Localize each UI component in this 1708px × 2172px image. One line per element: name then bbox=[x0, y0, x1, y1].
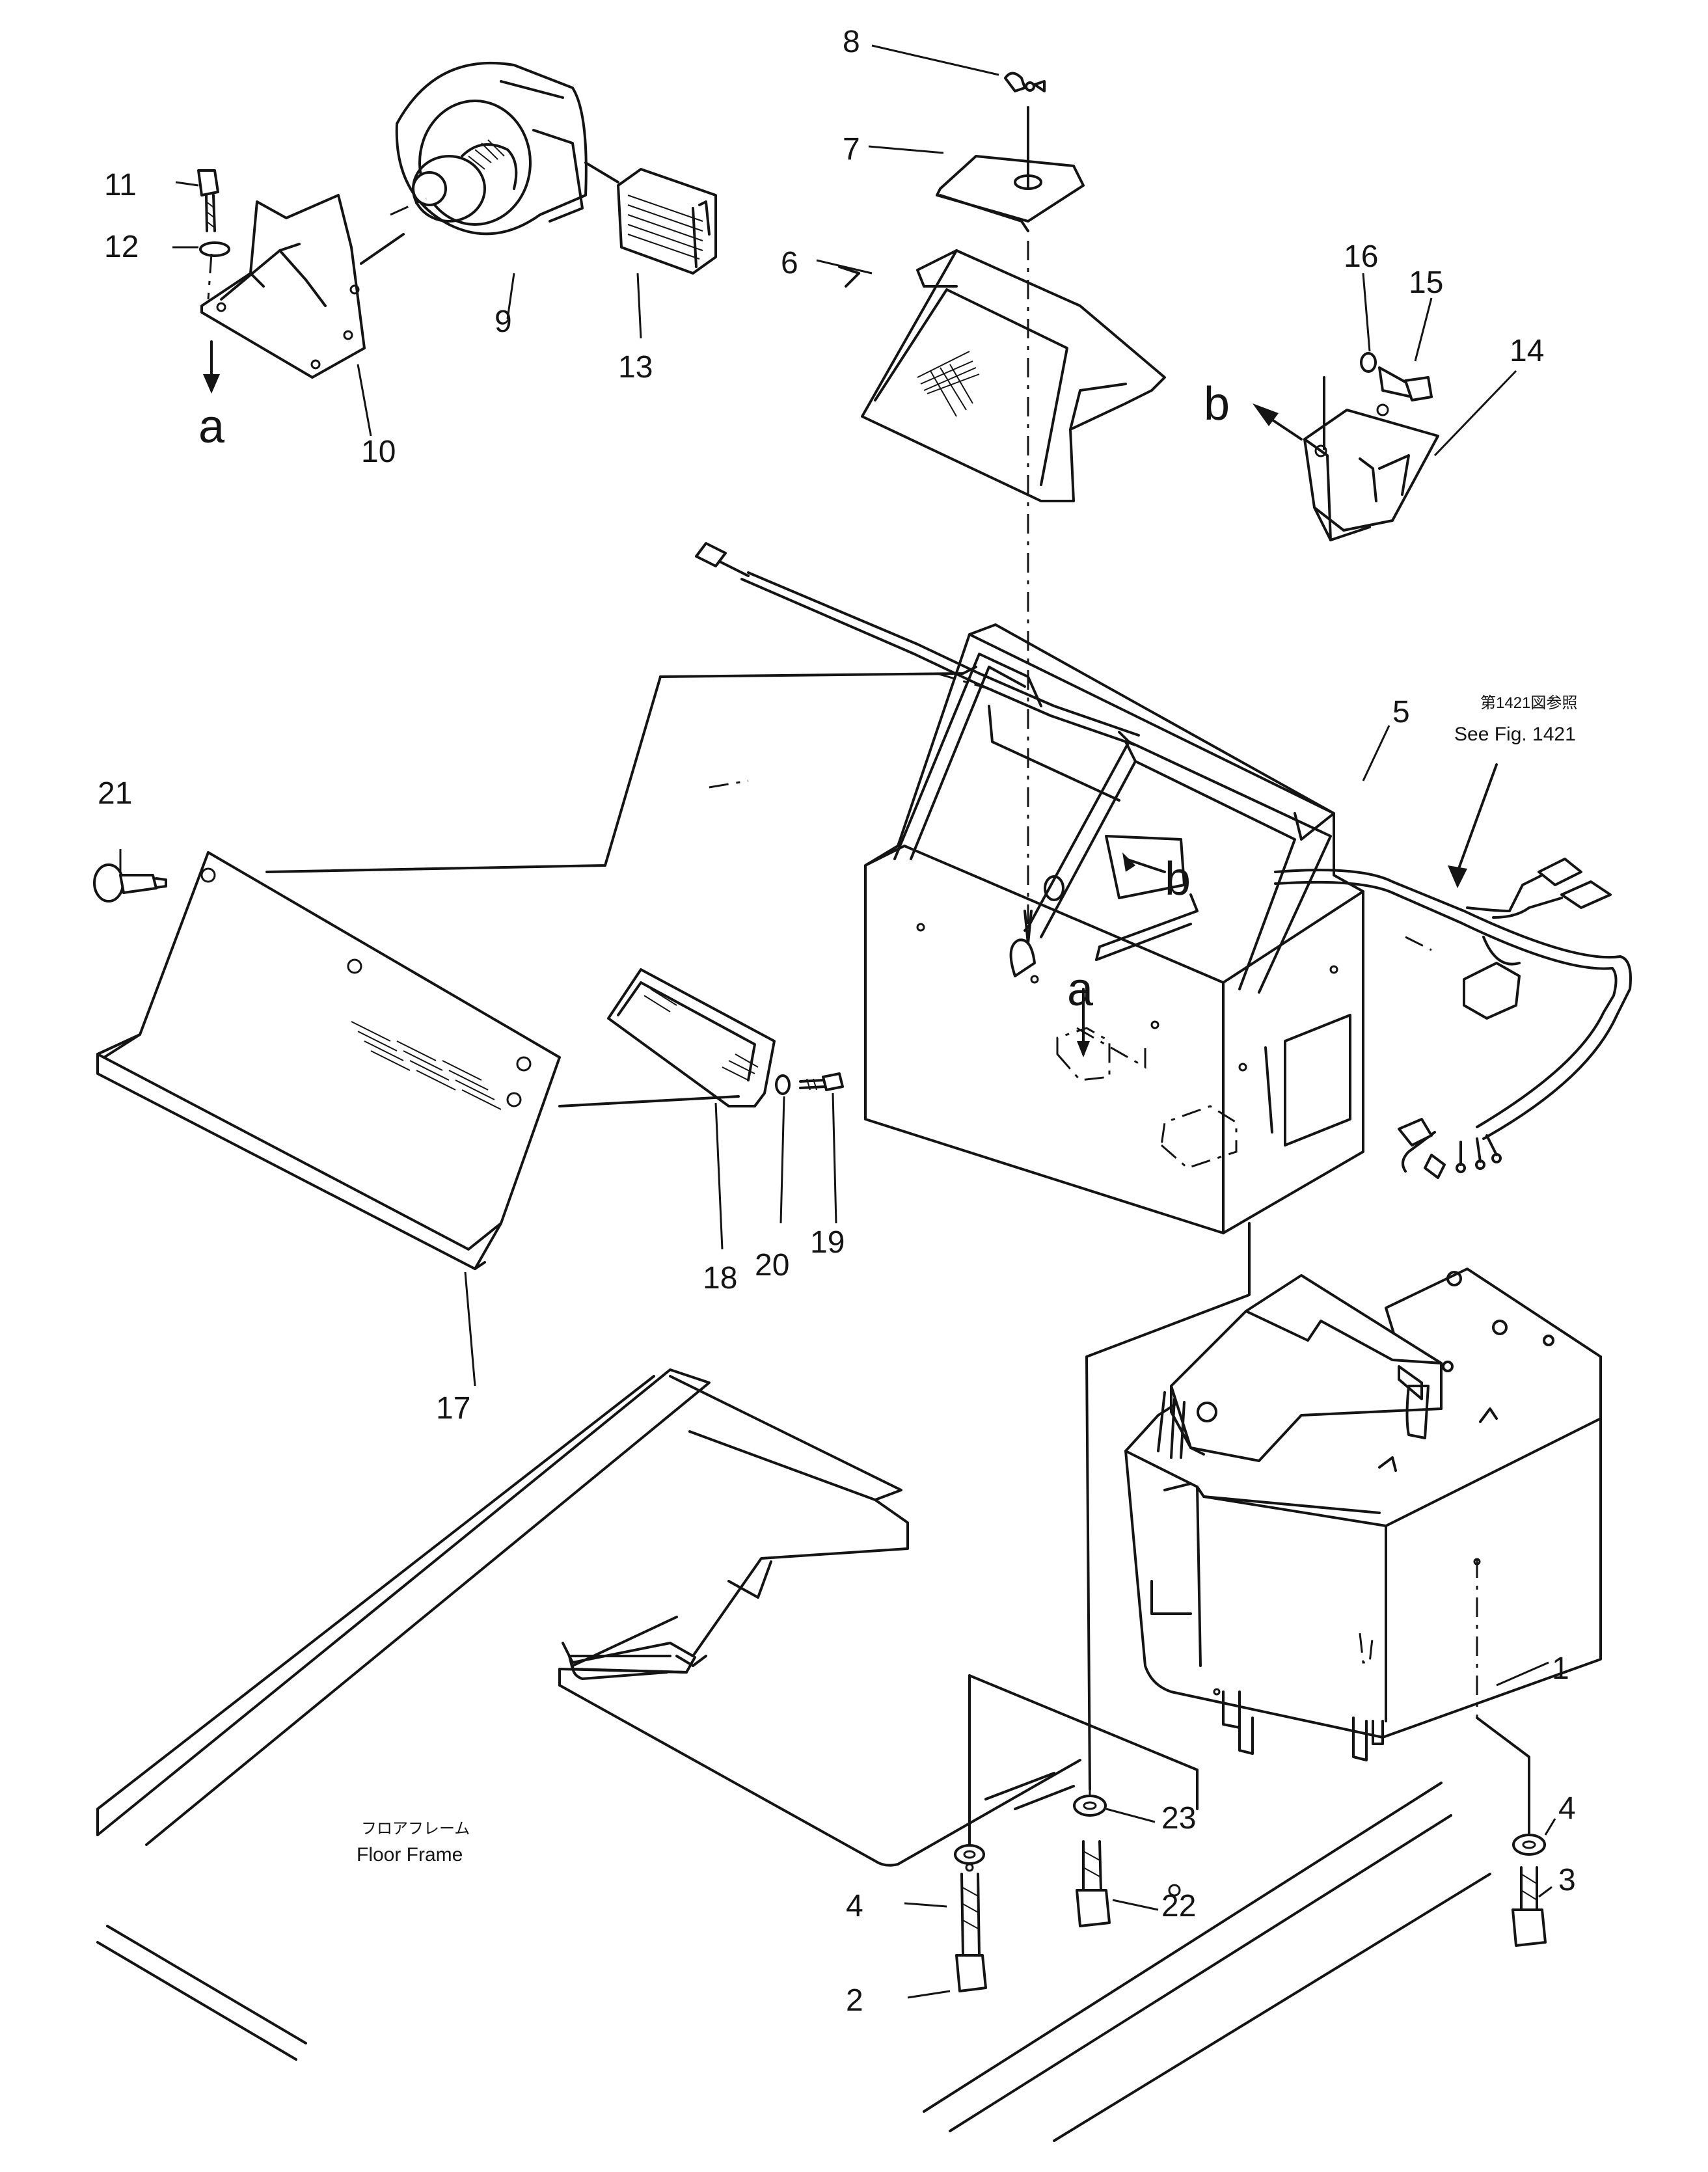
callout-12: 12 bbox=[104, 230, 139, 264]
view-ref-labels: a b a b bbox=[198, 378, 1230, 1016]
assembly-lines bbox=[207, 197, 1530, 1846]
view-ref-b-top: b bbox=[1204, 378, 1230, 430]
top-plate bbox=[936, 106, 1085, 232]
callout-labels: 1 2 3 4 4 5 6 7 8 9 10 11 12 13 14 15 16… bbox=[98, 25, 1576, 2018]
view-ref-b-mark: b bbox=[1165, 853, 1191, 905]
panel-cover bbox=[96, 851, 561, 1270]
washer-4-left bbox=[954, 1844, 985, 1865]
visor-hood bbox=[838, 249, 1166, 502]
view-arrow-a-mark bbox=[1077, 988, 1090, 1057]
washer-4-right bbox=[1512, 1834, 1546, 1856]
callout-7: 7 bbox=[843, 132, 860, 167]
bolt-3 bbox=[1511, 1866, 1547, 1947]
callout-13: 13 bbox=[618, 350, 653, 385]
mount-bracket bbox=[200, 194, 366, 379]
fig-ref-note-en: See Fig. 1421 bbox=[1454, 724, 1576, 745]
callout-23: 23 bbox=[1161, 1801, 1196, 1836]
washer-20 bbox=[775, 1074, 791, 1095]
bolt-15 bbox=[1378, 366, 1433, 401]
bolt-22 bbox=[1076, 1840, 1111, 1927]
callout-14: 14 bbox=[1510, 334, 1544, 368]
console-box bbox=[864, 623, 1364, 1234]
bracket-b bbox=[1303, 376, 1439, 541]
view-arrow-a-top bbox=[203, 340, 220, 394]
callout-20: 20 bbox=[755, 1248, 789, 1283]
view-arrow-b-top bbox=[1253, 403, 1303, 441]
callout-15: 15 bbox=[1409, 265, 1443, 300]
callout-2: 2 bbox=[846, 1983, 863, 2018]
wing-nut bbox=[1004, 72, 1046, 92]
control-unit bbox=[1124, 1268, 1602, 1761]
callout-11: 11 bbox=[104, 168, 137, 202]
floor-hole bbox=[965, 1863, 974, 1872]
callout-1: 1 bbox=[1552, 1651, 1569, 1686]
resistor bbox=[617, 168, 717, 275]
washer-23 bbox=[1073, 1795, 1107, 1817]
callout-4: 4 bbox=[846, 1889, 863, 1923]
callout-4: 4 bbox=[1558, 1791, 1576, 1826]
washer-16 bbox=[1360, 352, 1377, 373]
callout-16: 16 bbox=[1344, 239, 1378, 274]
floor-frame-note-en: Floor Frame bbox=[357, 1844, 463, 1866]
wiring-harness bbox=[1274, 858, 1632, 1179]
callout-21: 21 bbox=[98, 776, 132, 811]
panel-lamp bbox=[558, 968, 776, 1107]
fig-ref-note-jp: 第1421図参照 bbox=[1480, 694, 1577, 712]
callout-19: 19 bbox=[810, 1225, 845, 1260]
blower-motor bbox=[360, 62, 619, 265]
view-arrow-b-mark bbox=[1122, 852, 1166, 873]
view-ref-a-top: a bbox=[198, 401, 225, 453]
callout-8: 8 bbox=[843, 25, 860, 59]
floor-frame-note-jp: フロアフレーム bbox=[361, 1820, 470, 1838]
callout-22: 22 bbox=[1161, 1889, 1196, 1923]
floor-frame-outline bbox=[96, 1368, 1491, 2142]
floor-hole bbox=[1168, 1884, 1181, 1897]
notes: 第1421図参照 See Fig. 1421 フロアフレーム Floor Fra… bbox=[357, 694, 1577, 1866]
knob-21 bbox=[93, 863, 167, 903]
callout-6: 6 bbox=[781, 246, 798, 280]
view-ref-a-mark: a bbox=[1067, 964, 1094, 1016]
bolt-19 bbox=[799, 1072, 844, 1091]
bolt-2 bbox=[955, 1873, 987, 1992]
leader-lines bbox=[119, 44, 1556, 1999]
fig-ref-arrow bbox=[1448, 763, 1498, 888]
washer-12 bbox=[199, 241, 230, 257]
callout-9: 9 bbox=[495, 305, 512, 339]
callout-3: 3 bbox=[1558, 1863, 1576, 1897]
callout-10: 10 bbox=[361, 435, 396, 469]
cable-assembly bbox=[695, 542, 1140, 746]
callout-5: 5 bbox=[1392, 695, 1410, 729]
bolt-11 bbox=[197, 169, 219, 232]
callout-18: 18 bbox=[703, 1261, 737, 1296]
callout-17: 17 bbox=[436, 1391, 470, 1426]
